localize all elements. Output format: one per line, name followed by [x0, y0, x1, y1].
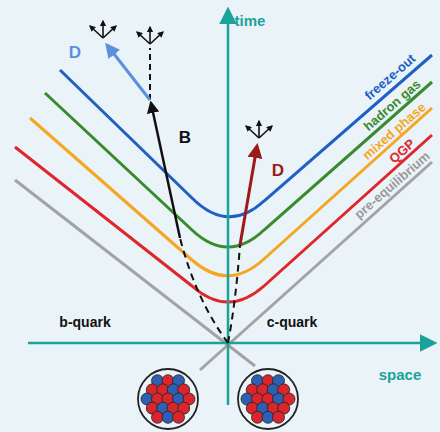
decay-product-arrow [150, 32, 163, 44]
b-quark-track [180, 238, 228, 343]
b-meson-arrow [151, 103, 180, 238]
space-axis [28, 342, 434, 345]
nucleon [173, 411, 185, 423]
axis-label: space [379, 367, 422, 382]
quark-label: b-quark [59, 315, 110, 329]
axis-label: time [235, 13, 266, 28]
d-meson-arrow [107, 45, 150, 100]
decay-product-arrow [258, 121, 260, 138]
nucleon [273, 411, 285, 423]
decay-product-arrow [259, 126, 272, 138]
nucleus-outline [138, 369, 198, 429]
c-quark-track [228, 245, 240, 343]
decay-product-arrow [90, 26, 103, 38]
decay-product-arrow [102, 21, 104, 38]
d-meson-arrow [240, 146, 257, 245]
meson-label: D [272, 162, 284, 179]
meson-label: B [179, 129, 191, 146]
meson-label: D [69, 44, 81, 61]
nucleus-outline [238, 369, 298, 429]
decay-product-arrow [137, 32, 150, 44]
decay-product-arrow [149, 27, 151, 44]
pre-equilibrium-line [200, 162, 432, 370]
quark-label: c-quark [267, 315, 318, 329]
pre-equilibrium-line [15, 180, 255, 366]
decay-product-arrow [246, 126, 259, 138]
decay-track [149, 48, 151, 100]
time-axis [227, 10, 230, 405]
decay-product-arrow [103, 26, 116, 38]
